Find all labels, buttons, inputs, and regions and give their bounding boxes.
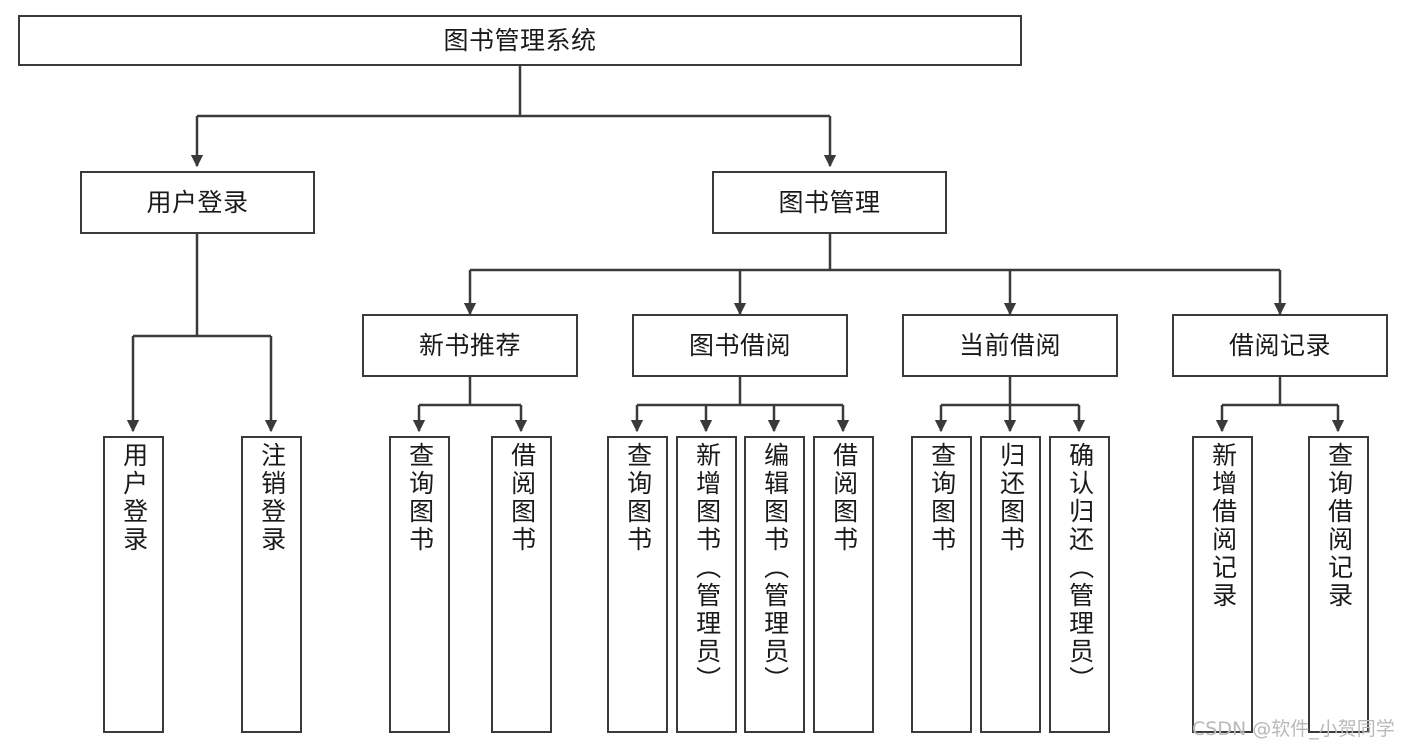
leaf-borrow-record-add-record[interactable]: 新增借阅记录: [1192, 436, 1253, 733]
leaf-book-borrow-add-book-admin[interactable]: 新增图书（管理员）: [676, 436, 737, 733]
node-book-borrow[interactable]: 图书借阅: [632, 314, 848, 377]
leaf-label: 借阅图书: [507, 442, 537, 554]
node-book-management-label: 图书管理: [778, 187, 881, 217]
node-new-book-recommend-label: 新书推荐: [418, 330, 521, 360]
csdn-watermark: CSDN @软件_小贺同学: [1192, 718, 1395, 740]
node-borrow-record[interactable]: 借阅记录: [1172, 314, 1388, 377]
node-root-book-management-system[interactable]: 图书管理系统: [18, 15, 1022, 66]
leaf-user-login-logout[interactable]: 注销登录: [241, 436, 302, 733]
leaf-user-login-login[interactable]: 用户登录: [103, 436, 164, 733]
leaf-label: 查询图书: [927, 442, 957, 554]
node-book-borrow-label: 图书借阅: [688, 330, 791, 360]
leaf-current-borrow-return-book[interactable]: 归还图书: [980, 436, 1041, 733]
node-user-login-label: 用户登录: [146, 187, 249, 217]
leaf-book-borrow-borrow-book[interactable]: 借阅图书: [813, 436, 874, 733]
leaf-label: 查询图书: [623, 442, 653, 554]
leaf-borrow-record-query-record[interactable]: 查询借阅记录: [1308, 436, 1369, 733]
leaf-label: 借阅图书: [829, 442, 859, 554]
leaf-label: 确认归还（管理员）: [1065, 442, 1095, 694]
leaf-new-book-borrow-book[interactable]: 借阅图书: [491, 436, 552, 733]
leaf-label: 归还图书: [996, 442, 1026, 554]
leaf-label: 查询图书: [405, 442, 435, 554]
leaf-label: 用户登录: [119, 442, 149, 554]
leaf-label: 查询借阅记录: [1324, 442, 1354, 610]
node-root-label: 图书管理系统: [443, 25, 597, 55]
node-user-login[interactable]: 用户登录: [80, 171, 315, 234]
leaf-current-borrow-query-book[interactable]: 查询图书: [911, 436, 972, 733]
leaf-book-borrow-edit-book-admin[interactable]: 编辑图书（管理员）: [744, 436, 805, 733]
node-current-borrow[interactable]: 当前借阅: [902, 314, 1118, 377]
leaf-label: 注销登录: [257, 442, 287, 554]
leaf-label: 新增借阅记录: [1208, 442, 1238, 610]
node-current-borrow-label: 当前借阅: [958, 330, 1061, 360]
leaf-book-borrow-query-book[interactable]: 查询图书: [607, 436, 668, 733]
node-borrow-record-label: 借阅记录: [1228, 330, 1331, 360]
leaf-new-book-query-book[interactable]: 查询图书: [389, 436, 450, 733]
leaf-label: 编辑图书（管理员）: [760, 442, 790, 694]
node-book-management[interactable]: 图书管理: [712, 171, 947, 234]
leaf-label: 新增图书（管理员）: [692, 442, 722, 694]
node-new-book-recommend[interactable]: 新书推荐: [362, 314, 578, 377]
leaf-current-borrow-confirm-return-admin[interactable]: 确认归还（管理员）: [1049, 436, 1110, 733]
